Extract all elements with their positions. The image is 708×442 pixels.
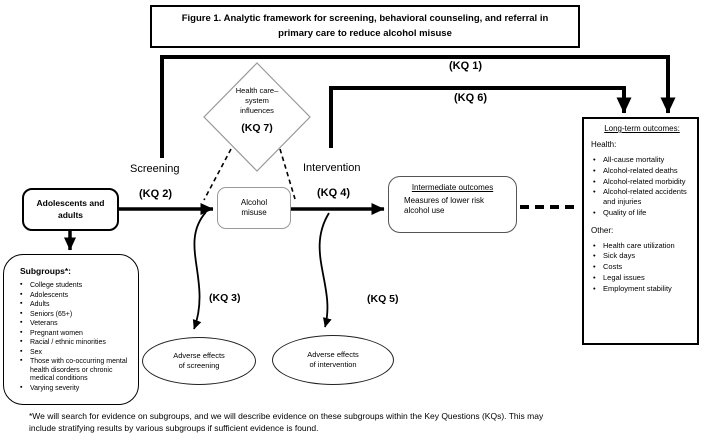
alcohol-misuse-label: Alcohol misuse — [240, 197, 268, 217]
diamond-to-intervention-dashed-line — [279, 148, 296, 200]
list-item: Alcohol-related accidents and injuries — [593, 187, 693, 207]
kq3-curve-arrow — [192, 211, 207, 330]
adverse-effects-screening-label: Adverse effects of screening — [173, 351, 225, 370]
list-item: Those with co-occurring mental health di… — [20, 357, 134, 384]
longterm-other-heading: Other: — [591, 225, 614, 235]
health-care-system-diamond — [203, 62, 311, 172]
figure-title-box: Figure 1. Analytic framework for screeni… — [150, 5, 580, 48]
intermediate-outcomes-box: Intermediate outcomes Measures of lower … — [388, 176, 517, 233]
longterm-health-heading: Health: — [591, 140, 617, 149]
list-item: Alcohol-related morbidity — [593, 177, 693, 187]
list-item: Seniors (65+) — [20, 310, 134, 320]
adverse-effects-screening-oval: Adverse effects of screening — [142, 337, 256, 385]
list-item: Pregnant women — [20, 329, 134, 339]
diamond-text: Health care– system influences — [235, 86, 279, 116]
list-item: Quality of life — [593, 208, 693, 218]
list-item: Employment stability — [593, 284, 693, 294]
list-item: Veterans — [20, 319, 134, 329]
intervention-label: Intervention — [303, 162, 361, 174]
longterm-other-list: Health care utilizationSick daysCostsLeg… — [591, 241, 693, 294]
screening-label: Screening — [130, 163, 180, 175]
diamond-to-screening-dashed-line — [203, 148, 232, 201]
list-item: Varying severity — [20, 384, 134, 394]
kq6-arrow — [329, 86, 632, 148]
subgroups-list: College studentsAdolescentsAdultsSeniors… — [18, 281, 134, 394]
list-item: Racial / ethnic minorities — [20, 338, 134, 348]
population-box: Adolescents and adults — [22, 188, 119, 231]
list-item: College students — [20, 281, 134, 291]
kq2-label: (KQ 2) — [139, 188, 172, 200]
intermediate-outcomes-body: Measures of lower risk alcohol use — [404, 196, 485, 216]
kq5-label: (KQ 5) — [367, 293, 399, 305]
list-item: Alcohol-related deaths — [593, 166, 693, 176]
longterm-health-list: All-cause mortalityAlcohol-related death… — [591, 155, 693, 218]
longterm-outcomes-box: Long-term outcomes: Health: All-cause mo… — [582, 117, 699, 345]
list-item: Adults — [20, 300, 134, 310]
footnote: *We will search for evidence on subgroup… — [29, 411, 544, 433]
list-item: All-cause mortality — [593, 155, 693, 165]
kq4-label: (KQ 4) — [317, 187, 350, 199]
list-item: Sex — [20, 348, 134, 358]
list-item: Sick days — [593, 251, 693, 261]
subgroups-title: Subgroups*: — [20, 266, 71, 276]
intermediate-outcomes-title: Intermediate outcomes — [411, 183, 494, 192]
kq1-arrow — [160, 55, 676, 158]
list-item: Legal issues — [593, 273, 693, 283]
list-item: Health care utilization — [593, 241, 693, 251]
figure-title: Figure 1. Analytic framework for screeni… — [181, 12, 549, 39]
longterm-outcomes-title: Long-term outcomes: — [604, 124, 680, 133]
alcohol-misuse-box: Alcohol misuse — [217, 187, 291, 229]
kq1-label: (KQ 1) — [449, 60, 482, 72]
diamond-kq7-label: (KQ 7) — [241, 122, 273, 134]
kq3-label: (KQ 3) — [209, 292, 241, 304]
list-item: Adolescents — [20, 291, 134, 301]
subgroups-box: Subgroups*: College studentsAdolescentsA… — [3, 254, 139, 405]
kq5-curve-arrow — [318, 212, 332, 328]
adverse-effects-intervention-oval: Adverse effects of intervention — [272, 335, 394, 385]
list-item: Costs — [593, 262, 693, 272]
adverse-effects-intervention-label: Adverse effects of intervention — [307, 350, 359, 369]
population-label: Adolescents and adults — [36, 198, 105, 220]
kq6-label: (KQ 6) — [454, 92, 487, 104]
